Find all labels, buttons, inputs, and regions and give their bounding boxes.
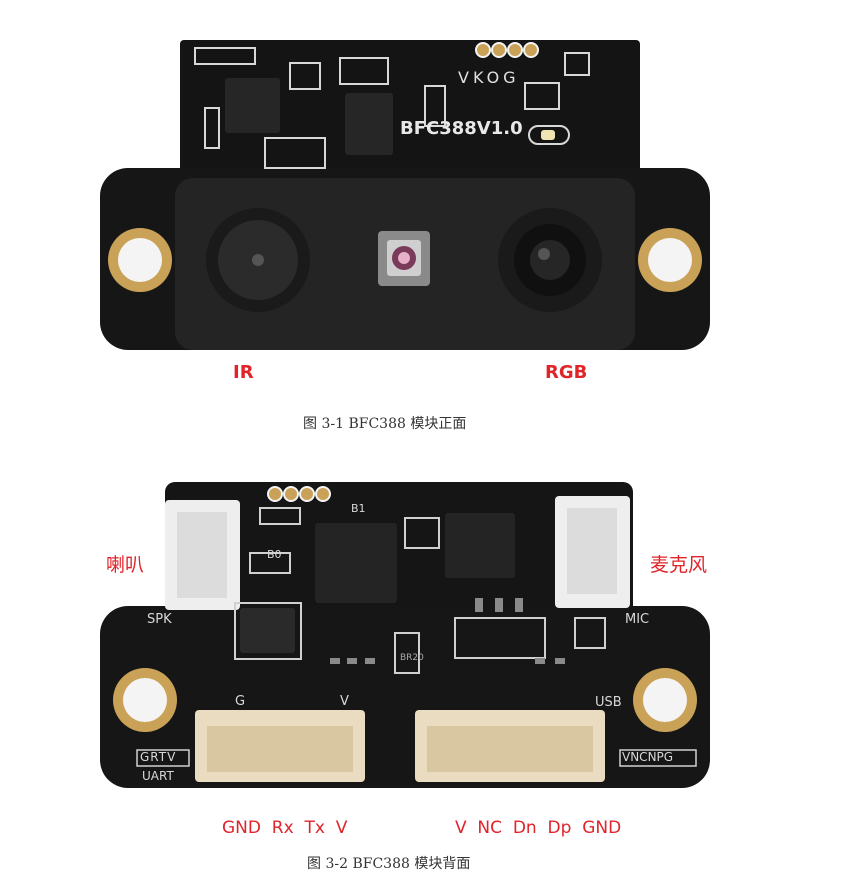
silk-v: V [340, 694, 349, 709]
silk-b1: B1 [351, 502, 366, 515]
silk-usb: USB [595, 695, 622, 710]
uart-pin-labels: GND Rx Tx V [222, 818, 348, 838]
silk-b0: B0 [267, 548, 282, 561]
microphone-label: 麦克风 [650, 554, 708, 576]
speaker-label: 喇叭 [106, 554, 145, 576]
silk-mic: MIC [625, 612, 650, 627]
rgb-label: RGB [545, 362, 588, 383]
figure-front: VKOG BFC388V1.0 [95, 38, 715, 358]
figure2-caption: 图 3-2 BFC388 模块背面 [307, 856, 471, 872]
silk-uart: UART [142, 769, 174, 783]
board-front-photo [100, 40, 710, 350]
silk-usb-box: VNCNPG [622, 750, 674, 764]
silk-g: G [235, 694, 246, 709]
silk-resistor: BR20 [400, 653, 424, 663]
board-marking: BFC388V1.0 [400, 118, 523, 139]
board-back-photo [100, 482, 710, 788]
pin-marking: VKOG [458, 68, 520, 87]
silk-spk: SPK [147, 612, 172, 627]
figure1-caption: 图 3-1 BFC388 模块正面 [303, 416, 467, 432]
figure-back: B1 B0 BR20 SPK MIC USB G V GRTV UART VNC… [95, 478, 715, 793]
usb-pin-labels: V NC Dn Dp GND [455, 818, 622, 838]
silk-uart-box: GRTV [140, 750, 177, 764]
ir-label: IR [233, 362, 254, 383]
